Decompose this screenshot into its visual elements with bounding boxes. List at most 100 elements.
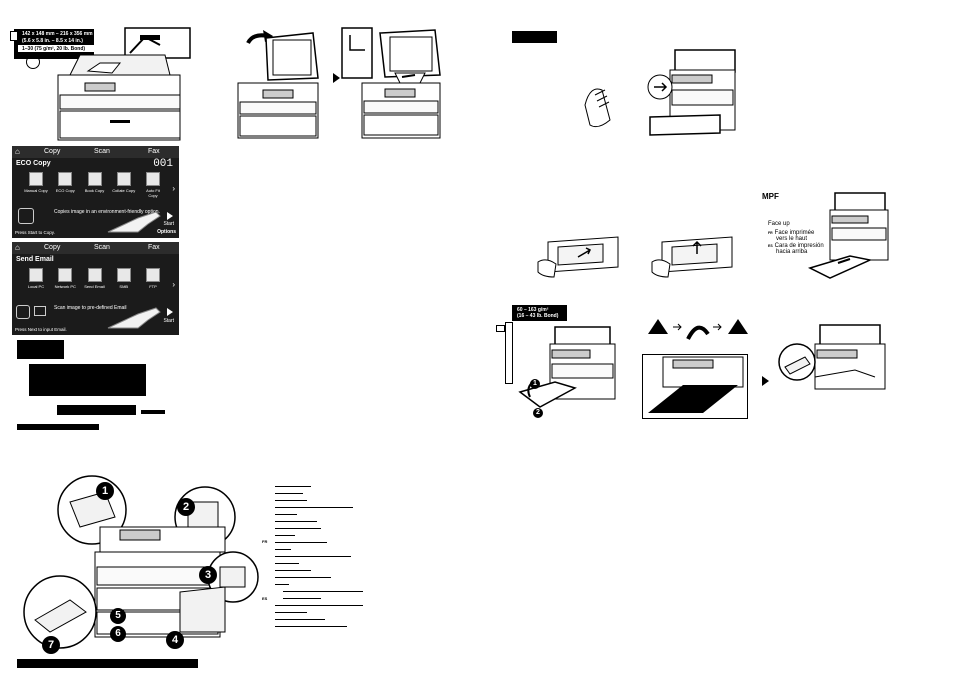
copy-mode-icons: Manual Copy ECO Copy Book Copy Collate C… [24, 172, 165, 204]
copy-description: Copies image in an environment-friendly … [54, 209, 160, 215]
network-pc-icon [58, 268, 73, 282]
scan-destination-icons: Local PC Network PC Send Email SMB FTP [24, 268, 165, 300]
ftp-button[interactable]: FTP [141, 268, 165, 300]
chevron-right-icon[interactable]: › [172, 184, 175, 193]
media-type-icons [505, 322, 513, 384]
callout-5: 5 [110, 608, 126, 624]
callout-6: 6 [110, 626, 126, 642]
face-up-fr-1: Face imprimée [774, 229, 815, 236]
home-icon[interactable]: ⌂ [15, 243, 20, 252]
start-arrow-icon[interactable] [167, 308, 173, 316]
arrow-right-icon [333, 73, 340, 83]
start-label[interactable]: Start [163, 221, 174, 227]
face-up-es-1: Cara de impresión [774, 242, 824, 249]
fan-paper-illustration [648, 319, 748, 340]
adf-weight-bar [18, 45, 94, 53]
hand-pointer-icon [107, 307, 161, 329]
small-callout-1: 1 [530, 379, 540, 389]
callout-2: 2 [177, 498, 195, 516]
ftp-icon [146, 268, 160, 282]
mpf-printer-illustration [807, 192, 889, 279]
envelope-icon [496, 325, 505, 332]
eco-copy-icon [58, 172, 73, 186]
copy-panel-title: ECO Copy [16, 160, 51, 167]
hand-pointer-icon [107, 211, 161, 233]
home-icon[interactable]: ⌂ [15, 147, 20, 156]
chevron-right-icon[interactable]: › [172, 280, 175, 289]
callout-1: 1 [96, 482, 114, 500]
tray-guides-illustration-2 [651, 236, 733, 278]
envelope-icon [87, 268, 102, 282]
tab-fax[interactable]: Fax [148, 148, 160, 155]
load-tray-illustration [584, 49, 736, 136]
collate-copy-icon [116, 172, 131, 186]
tab-fax[interactable]: Fax [148, 244, 160, 251]
options-button[interactable]: Options [157, 229, 176, 235]
redacted-bar [17, 659, 198, 668]
book-copy-icon [87, 172, 102, 186]
place-document-illustration [341, 27, 441, 139]
mpf-label: MPF [762, 192, 779, 201]
arrow-right-icon [762, 376, 769, 386]
redacted-bar [29, 364, 146, 396]
tray-guides-illustration-1 [537, 236, 619, 278]
redacted-bar [512, 31, 557, 43]
copy-panel-tabs: ⌂ Copy Scan Fax [12, 146, 179, 158]
printer-adf-illustration [57, 27, 191, 141]
manual-copy-icon [29, 172, 43, 186]
scan-panel-tabs: ⌂ Copy Scan Fax [12, 242, 179, 254]
fr-marker: FR [262, 539, 268, 544]
eco-leaf-icon [18, 208, 34, 224]
redacted-bar [17, 340, 64, 359]
adf-weight: 1–30 (75 g/m², 20 lb. Bond) [22, 46, 86, 52]
tab-copy[interactable]: Copy [44, 148, 61, 155]
tab-scan[interactable]: Scan [94, 148, 110, 155]
copy-touchscreen-panel: ⌂ Copy Scan Fax ECO Copy 001 Manual Copy… [12, 146, 179, 238]
email-icon [16, 305, 30, 319]
auto-fit-copy-icon [146, 172, 160, 186]
copy-press-hint: Press Start to Copy. [15, 230, 55, 235]
scan-press-hint: Press Next to input Email. [15, 327, 67, 332]
smb-icon [116, 268, 131, 282]
mpf-load-illustration [518, 326, 616, 408]
face-up-fr-2: vers le haut [776, 236, 808, 242]
adf-size: 142 x 148 mm – 216 x 356 mm [22, 31, 93, 37]
fr-code: FR [768, 230, 773, 235]
scan-description: Scan image to pre-defined Email [54, 305, 127, 311]
local-pc-button[interactable]: Local PC [24, 268, 48, 300]
redacted-bar [141, 410, 165, 414]
mpf-bond: (16 – 43 lb. Bond) [517, 313, 559, 319]
document-icon [10, 31, 18, 41]
no-staple-icon [26, 55, 40, 69]
face-up-es-2: hacia arriba [776, 249, 808, 255]
network-pc-button[interactable]: Network PC [53, 268, 77, 300]
envelope-small-icon [34, 306, 46, 316]
es-marker: ES [262, 596, 268, 601]
manual-copy-button[interactable]: Manual Copy [24, 172, 48, 204]
start-label[interactable]: Start [163, 318, 174, 324]
adf-size-in: (5.6 x 5.8 in. – 8.5 x 14 in.) [22, 38, 83, 44]
callout-3: 3 [199, 566, 217, 584]
smb-button[interactable]: SMB [112, 268, 136, 300]
scan-touchscreen-panel: ⌂ Copy Scan Fax Send Email Local PC Netw… [12, 242, 179, 335]
redacted-bar [57, 405, 136, 415]
tab-scan[interactable]: Scan [94, 244, 110, 251]
scan-panel-title: Send Email [16, 256, 54, 263]
mpf-tray-open-illustration [648, 356, 744, 413]
eco-copy-button[interactable]: ECO Copy [53, 172, 77, 204]
mpf-weight: 60 – 163 g/m² [517, 307, 549, 313]
send-email-button[interactable]: Send Email [83, 268, 107, 300]
start-arrow-icon[interactable] [167, 212, 173, 220]
callout-7: 7 [42, 636, 60, 654]
tab-copy[interactable]: Copy [44, 244, 61, 251]
mpf-insert-illustration [778, 324, 886, 390]
callout-4: 4 [166, 631, 184, 649]
book-copy-button[interactable]: Book Copy [83, 172, 107, 204]
collate-copy-button[interactable]: Collate Copy [112, 172, 136, 204]
auto-fit-copy-button[interactable]: Auto Fit Copy [141, 172, 165, 204]
copy-count: 001 [153, 158, 173, 170]
language-list: FR ES [262, 486, 370, 633]
adf-spec-bar [14, 29, 94, 59]
redacted-bar [17, 424, 99, 430]
